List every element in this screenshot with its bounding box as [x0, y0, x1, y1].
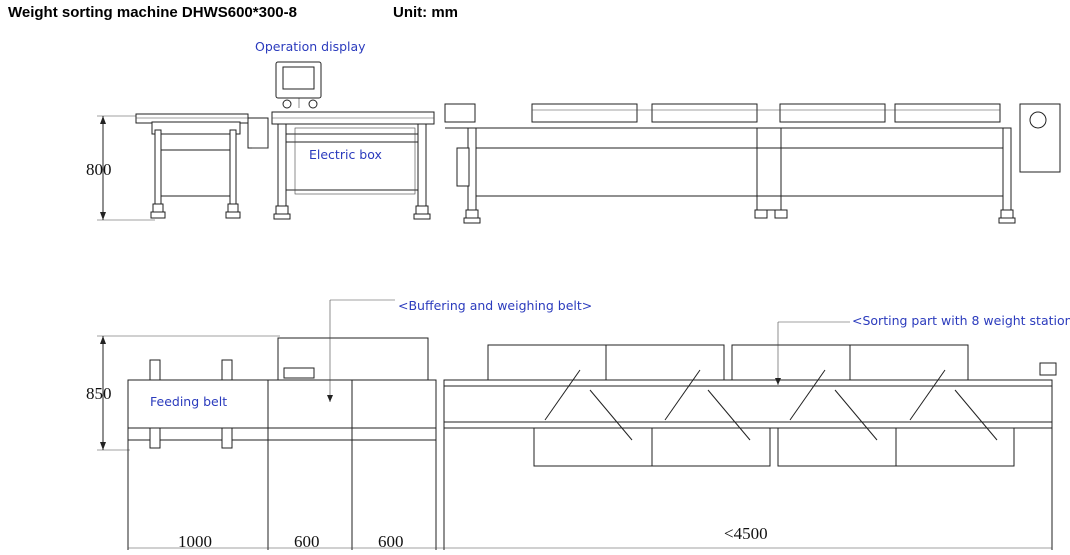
drawing-title: Weight sorting machine DHWS600*300-8 [8, 4, 297, 21]
feeding-conveyor-side [135, 113, 269, 219]
sorting-section-side [444, 103, 1061, 224]
buffering-belt-label: <Buffering and weighing belt> [398, 298, 592, 313]
sorting-section-top [443, 321, 1057, 550]
feeding-belt-label: Feeding belt [150, 394, 227, 409]
feeding-len-label: 1000 [178, 532, 212, 551]
sorting-len-label: <4500 [724, 524, 768, 543]
width-dim-label: 850 [86, 384, 112, 403]
sorting-part-label: <Sorting part with 8 weight stations> [852, 313, 1070, 328]
buffer-weighing-top [267, 299, 437, 550]
weigh-len-label: 600 [378, 532, 404, 551]
weighing-unit-side [271, 61, 435, 220]
height-dimension: 800 [86, 115, 155, 221]
width-dimension: 850 [86, 335, 280, 451]
buffer-len-label: 600 [294, 532, 320, 551]
top-view: 850 Feeding belt <Buffering and weig [86, 298, 1070, 551]
height-dim-label: 800 [86, 160, 112, 179]
unit-label: Unit: mm [393, 4, 458, 21]
electric-box-label: Electric box [309, 147, 382, 162]
bottom-dimensions: 1000 600 600 <4500 [128, 524, 1052, 551]
feeding-belt-top [127, 359, 269, 550]
side-view: 800 [86, 39, 1061, 224]
operation-display-label: Operation display [255, 39, 366, 54]
